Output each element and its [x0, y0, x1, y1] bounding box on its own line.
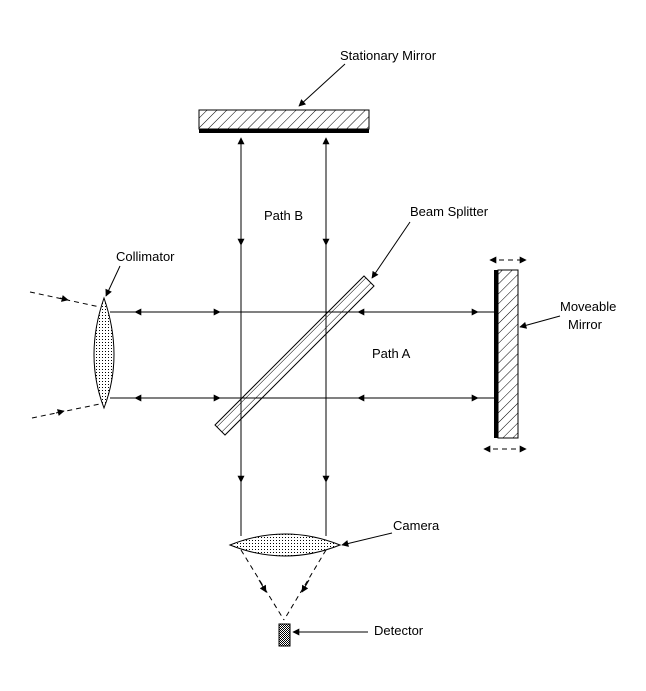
detector-label: Detector [374, 623, 424, 638]
beam-splitter-label: Beam Splitter [410, 204, 489, 219]
path-b-label: Path B [264, 208, 303, 223]
collimator-label: Collimator [116, 249, 175, 264]
moveable-mirror-motion-arrows [483, 256, 527, 453]
path-a-label: Path A [372, 346, 411, 361]
moveable-mirror-label-line2: Mirror [568, 317, 603, 332]
stationary-mirror-pointer [298, 63, 346, 107]
detector [278, 623, 291, 647]
focus-rays [240, 549, 327, 621]
stationary-mirror-label: Stationary Mirror [340, 48, 437, 63]
path-b-beams [237, 137, 330, 536]
collimator-pointer [105, 265, 121, 297]
camera-label: Camera [393, 518, 440, 533]
stationary-mirror [198, 109, 370, 133]
camera-pointer [341, 532, 393, 547]
camera-lens [228, 533, 342, 557]
beam-splitter-pointer [371, 221, 411, 279]
collimator-lens [93, 296, 115, 410]
moveable-mirror [494, 269, 519, 439]
beam-splitter [214, 275, 375, 436]
incoming-rays [29, 291, 101, 419]
moveable-mirror-pointer [519, 315, 561, 329]
moveable-mirror-label-line1: Moveable [560, 299, 616, 314]
path-a-beams [110, 308, 494, 402]
